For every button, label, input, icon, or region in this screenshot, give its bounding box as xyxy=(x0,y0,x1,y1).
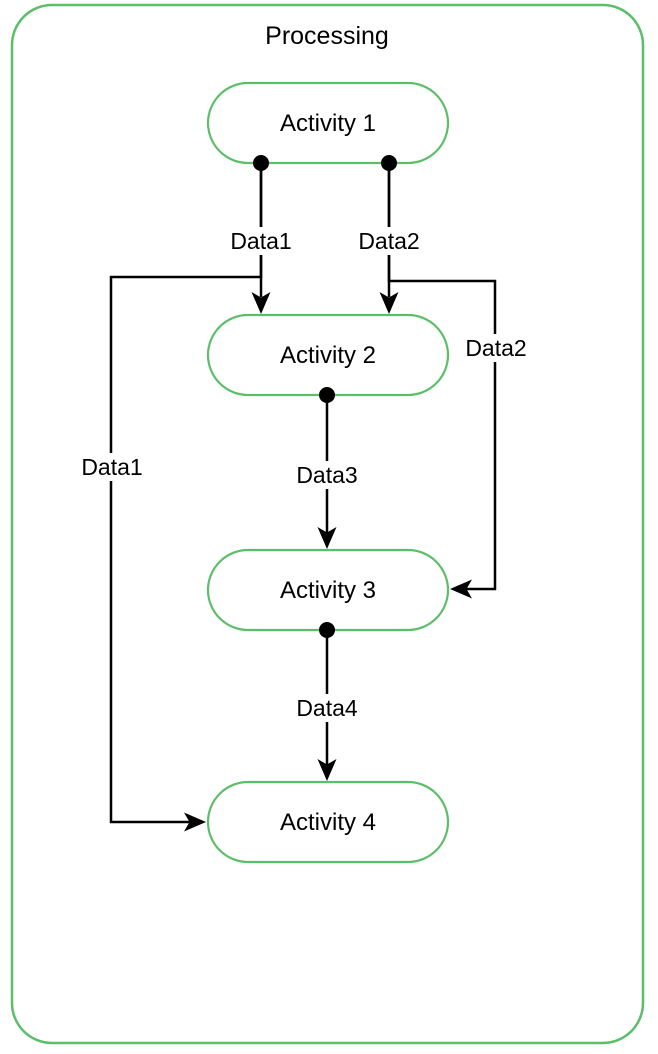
port-dot-activity2-bottom xyxy=(319,387,335,403)
node-activity-1-label: Activity 1 xyxy=(280,110,376,137)
edge-label-bg xyxy=(463,334,529,362)
node-activity-4-shape xyxy=(206,780,450,864)
edge-label-bg xyxy=(294,694,360,722)
port-dot-activity1-right xyxy=(381,155,397,171)
arrowhead-into-activity2-left xyxy=(251,292,271,314)
arrowhead-into-activity3-right-side xyxy=(450,579,472,599)
node-activity-3: Activity 3 xyxy=(206,548,450,632)
edge-label-text: Data2 xyxy=(358,228,419,254)
edge-label-data1-left-side: Data1 xyxy=(79,453,145,481)
edge-label-data2-top: Data2 xyxy=(356,227,422,255)
edge-label-data2-right-side: Data2 xyxy=(463,334,529,362)
edge-label-data1-top: Data1 xyxy=(228,227,294,255)
port-dot-activity1-left xyxy=(253,155,269,171)
arrowhead-into-activity4-left-side xyxy=(184,812,206,832)
port-dot-activity3-bottom xyxy=(319,622,335,638)
edge-label-bg xyxy=(356,227,422,255)
node-activity-1-shape xyxy=(206,81,450,165)
node-activity-2: Activity 2 xyxy=(206,313,450,397)
node-activity-1: Activity 1 xyxy=(206,81,450,165)
node-activity-2-label: Activity 2 xyxy=(280,342,376,369)
node-activity-4-label: Activity 4 xyxy=(280,809,376,836)
edge-label-bg xyxy=(79,453,145,481)
edge-label-text: Data1 xyxy=(230,228,291,254)
node-activity-4: Activity 4 xyxy=(206,780,450,864)
edge-label-text: Data4 xyxy=(296,695,358,721)
edge-label-text: Data1 xyxy=(81,454,142,480)
arrowhead-into-activity2-right xyxy=(379,292,399,314)
edge-label-data4: Data4 xyxy=(294,694,360,722)
edge-label-text: Data2 xyxy=(465,335,526,361)
arrowhead-into-activity3-top xyxy=(317,527,337,549)
arrowhead-into-activity4-top xyxy=(317,759,337,781)
edge-label-bg xyxy=(294,461,360,489)
edge-label-bg xyxy=(228,227,294,255)
node-activity-3-label: Activity 3 xyxy=(280,577,376,604)
edge-label-text: Data3 xyxy=(296,462,357,488)
edge-label-data3: Data3 xyxy=(294,461,360,489)
container-title: Processing xyxy=(265,22,389,50)
